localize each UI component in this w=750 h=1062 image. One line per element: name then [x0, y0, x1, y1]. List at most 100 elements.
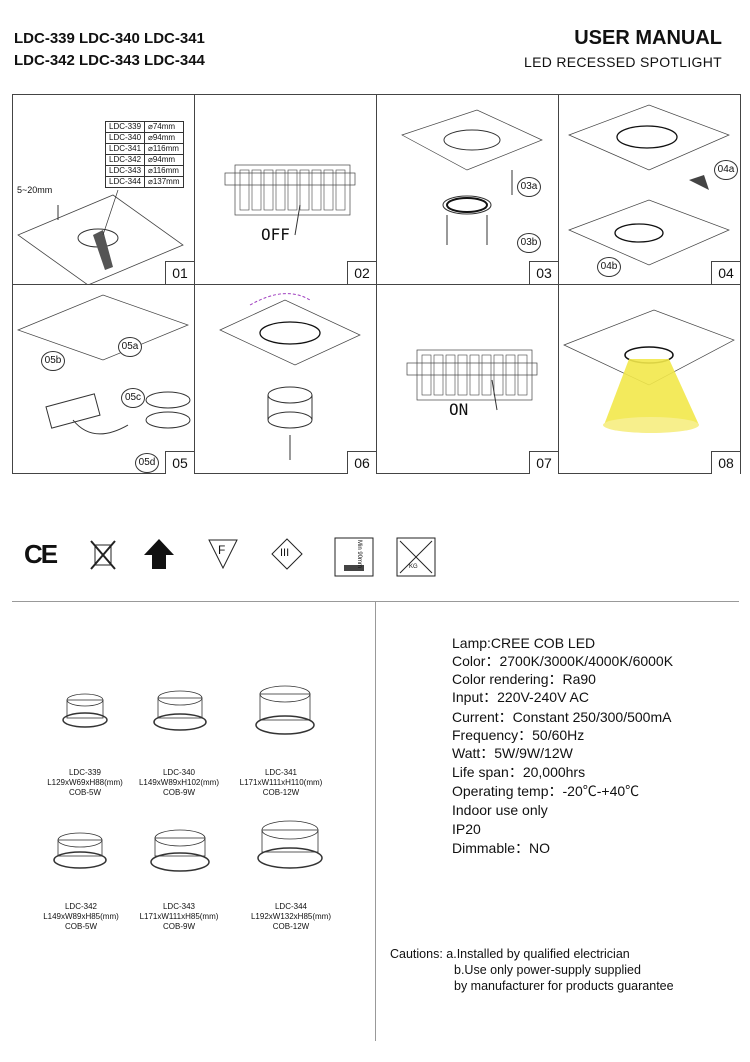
light-on-illustration	[563, 309, 735, 433]
size-cut: ⌀116mm	[144, 143, 184, 155]
cutout-size-table: LDC-339⌀74mm LDC-340⌀94mm LDC-341⌀116mm …	[104, 121, 184, 188]
step-number: 04	[711, 261, 740, 284]
product-caption-ldc-342: LDC-342 L149xW89xH85(mm) COB-5W	[26, 902, 136, 932]
product-caption-ldc-339: LDC-339 L129xW69xH88(mm) COB-5W	[30, 768, 140, 798]
substep-04b-label: 04b	[597, 257, 621, 277]
product-dims: L171xW111xH110(mm)	[239, 778, 323, 787]
product-dims: L149xW89xH85(mm)	[43, 912, 119, 921]
size-model: LDC-340	[104, 132, 146, 144]
step-07-panel: ON 07	[377, 285, 558, 474]
model-line-2: LDC-342 LDC-343 LDC-344	[14, 52, 205, 69]
certification-icons-row: CE F III Min 90mm KG	[24, 537, 444, 582]
switch-on-label: ON	[449, 400, 469, 419]
step-number: 08	[711, 451, 740, 474]
size-cut: ⌀94mm	[144, 132, 184, 144]
grid-divider	[558, 95, 559, 473]
step-number: 03	[529, 261, 558, 284]
spec-current: Current：Constant 250/300/500mA	[452, 709, 672, 725]
step-01-panel: 5~20mm LDC-339⌀74mm LDC-340⌀94mm LDC-341…	[13, 95, 194, 284]
substep-04a-label: 04a	[714, 160, 738, 180]
product-power: COB-9W	[163, 788, 195, 797]
spec-dimmable: Dimmable：NO	[452, 840, 551, 856]
grid-divider	[376, 95, 377, 473]
caution-line-3: by manufacturer for products guarantee	[454, 979, 674, 993]
spec-frequency: Frequency：50/60Hz	[452, 727, 585, 743]
product-model: LDC-340	[162, 768, 195, 777]
product-caption-ldc-343: LDC-343 L171xW111xH85(mm) COB-9W	[124, 902, 234, 932]
step-02-panel: OFF 02	[195, 95, 376, 284]
step-04-panel: 04a 04b 04	[559, 95, 740, 284]
class-ii-insulation-icon	[142, 537, 176, 571]
caution-line-2: b.Use only power-supply supplied	[454, 963, 641, 977]
substep-05d-label: 05d	[135, 453, 159, 473]
spec-color-rendering: Color rendering：Ra90	[452, 671, 596, 687]
f-mark-icon: F	[206, 537, 240, 571]
spec-lamp: Lamp:CREE COB LED	[452, 635, 596, 651]
section-divider	[375, 601, 376, 1041]
product-caption-ldc-340: LDC-340 L149xW89xH102(mm) COB-9W	[124, 768, 234, 798]
table-row: LDC-344⌀137mm	[104, 176, 184, 188]
weight-text: KG	[409, 564, 418, 570]
spec-operating-temp: Operating temp：-20℃-+40℃	[452, 783, 640, 799]
step-number: 07	[529, 451, 558, 474]
table-row: LDC-343⌀116mm	[104, 165, 184, 177]
product-dims: L129xW69xH88(mm)	[47, 778, 123, 787]
min-clearance-text: Min 90mm	[356, 540, 362, 569]
spec-indoor: Indoor use only	[452, 802, 548, 818]
product-model: LDC-341	[264, 768, 297, 777]
model-line-1: LDC-339 LDC-340 LDC-341	[14, 30, 205, 47]
model-list: LDC-339 LDC-340 LDC-341 LDC-342 LDC-343 …	[14, 28, 205, 72]
ce-mark-icon: CE	[24, 537, 58, 571]
step-05-panel: 05a 05b 05c 05d 05	[13, 285, 194, 474]
spec-color: Color：2700K/3000K/4000K/6000K	[452, 653, 674, 669]
product-gallery: LDC-339 L129xW69xH88(mm) COB-5W LDC-340 …	[20, 680, 370, 940]
step-number: 05	[165, 451, 194, 474]
step-03-panel: 03a 03b 03	[377, 95, 558, 284]
insert-fixture-illustration	[568, 104, 730, 266]
wiring-driver-illustration	[17, 294, 191, 435]
weight-icon: KG	[396, 537, 436, 577]
product-model: LDC-339	[68, 768, 101, 777]
product-model: LDC-343	[162, 902, 195, 911]
substep-03a-label: 03a	[517, 177, 541, 197]
product-dims: L192xW132xH85(mm)	[250, 912, 332, 921]
size-model: LDC-342	[104, 154, 146, 166]
spring-clip-illustration	[401, 109, 543, 245]
step-06-panel: 06	[195, 285, 376, 474]
size-cut: ⌀94mm	[144, 154, 184, 166]
installation-steps-grid: 5~20mm LDC-339⌀74mm LDC-340⌀94mm LDC-341…	[12, 94, 741, 474]
product-power: COB-9W	[163, 922, 195, 931]
product-drawings	[53, 685, 323, 872]
grid-divider	[194, 95, 195, 473]
step-number: 02	[347, 261, 376, 284]
product-caption-ldc-344: LDC-344 L192xW132xH85(mm) COB-12W	[236, 902, 346, 932]
step-number: 06	[347, 451, 376, 474]
weee-bin-icon	[86, 537, 120, 571]
ceiling-cutout-illustration	[17, 189, 184, 284]
product-model: LDC-342	[64, 902, 97, 911]
step-08-panel: 08	[559, 285, 740, 474]
substep-05a-label: 05a	[118, 337, 142, 357]
ce-mark-text: CE	[24, 539, 58, 569]
product-power: COB-5W	[65, 922, 97, 931]
push-fixture-illustration	[219, 293, 361, 460]
table-row: LDC-341⌀116mm	[104, 143, 184, 155]
substep-05c-label: 05c	[121, 388, 145, 408]
spec-ip-rating: IP20	[452, 821, 481, 837]
substep-05b-label: 05b	[41, 351, 65, 371]
size-model: LDC-339	[104, 121, 146, 133]
spec-watt: Watt：5W/9W/12W	[452, 745, 573, 761]
breaker-panel-illustration	[224, 164, 356, 236]
page-subtitle: LED RECESSED SPOTLIGHT	[524, 54, 722, 70]
size-cut: ⌀137mm	[144, 176, 184, 188]
size-cut: ⌀74mm	[144, 121, 184, 133]
size-model: LDC-344	[104, 176, 146, 188]
table-row: LDC-339⌀74mm	[104, 121, 184, 133]
switch-off-label: OFF	[261, 225, 290, 244]
size-model: LDC-343	[104, 165, 146, 177]
product-dims: L149xW89xH102(mm)	[138, 778, 220, 787]
product-power: COB-12W	[272, 922, 310, 931]
size-cut: ⌀116mm	[144, 165, 184, 177]
substep-03b-label: 03b	[517, 233, 541, 253]
class-iii-text: III	[280, 547, 290, 559]
